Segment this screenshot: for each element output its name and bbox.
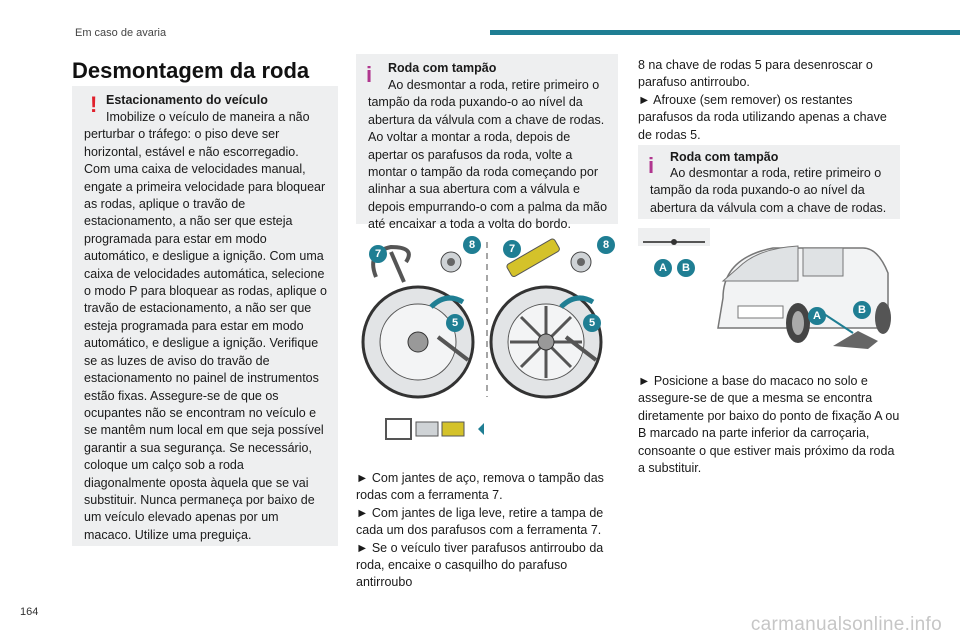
info-box-text: Ao desmontar a roda, retire primeiro o t… bbox=[368, 78, 608, 232]
tool-7-callout: 7 bbox=[369, 245, 387, 263]
header-section: Em caso de avaria bbox=[75, 27, 167, 39]
right-text-p2: ► Afrouxe (sem remover) os restantes par… bbox=[638, 92, 887, 142]
wheel-removal-figure bbox=[361, 238, 603, 440]
warning-box-text: Imobilize o veículo de maneira a não per… bbox=[84, 110, 327, 542]
middle-text-p3: ► Se o veículo tiver parafusos antirroub… bbox=[356, 540, 604, 590]
header-bar bbox=[490, 30, 960, 35]
point-a-callout: A bbox=[654, 259, 672, 277]
info-box-2-title: Roda com tampão bbox=[670, 150, 779, 164]
wrench-5-callout: 5 bbox=[446, 314, 464, 332]
warning-box: ! Estacionamento do veículo Imobilize o … bbox=[72, 86, 338, 546]
page-number: 164 bbox=[20, 606, 39, 618]
middle-text-p2: ► Com jantes de liga leve, retire a tamp… bbox=[356, 505, 604, 538]
info-icon: i bbox=[648, 153, 655, 178]
point-a-callout-car: A bbox=[808, 307, 826, 325]
right-text: 8 na chave de rodas 5 para desenroscar o… bbox=[638, 57, 902, 144]
info-box-2-text: Ao desmontar a roda, retire primeiro o t… bbox=[650, 166, 887, 215]
tool-7-callout-right: 7 bbox=[503, 240, 521, 258]
info-box-hubcap: i Roda com tampão Ao desmontar a roda, r… bbox=[356, 54, 618, 231]
info-box-title: Roda com tampão bbox=[388, 61, 497, 75]
right-text-2-p1: ► Posicione a base do macaco no solo e a… bbox=[638, 374, 900, 476]
middle-text: ► Com jantes de aço, remova o tampão das… bbox=[356, 470, 618, 592]
watermark: carmanualsonline.info bbox=[750, 614, 942, 635]
tool-8-callout-right: 8 bbox=[597, 236, 615, 254]
middle-text-p1: ► Com jantes de aço, remova o tampão das… bbox=[356, 471, 604, 503]
right-text-2: ► Posicione a base do macaco no solo e a… bbox=[638, 373, 902, 477]
info-box-hubcap-2: i Roda com tampão Ao desmontar a roda, r… bbox=[638, 145, 900, 219]
info-icon: i bbox=[366, 62, 373, 87]
jack-position-figure bbox=[638, 228, 891, 349]
tool-8-callout: 8 bbox=[463, 236, 481, 254]
page-title: Desmontagem da roda bbox=[72, 58, 310, 83]
point-b-callout-car: B bbox=[853, 301, 871, 319]
wrench-5-callout-right: 5 bbox=[583, 314, 601, 332]
point-b-callout: B bbox=[677, 259, 695, 277]
warning-icon: ! bbox=[90, 92, 98, 117]
warning-box-title: Estacionamento do veículo bbox=[106, 93, 268, 107]
right-text-p1: 8 na chave de rodas 5 para desenroscar o… bbox=[638, 58, 873, 90]
